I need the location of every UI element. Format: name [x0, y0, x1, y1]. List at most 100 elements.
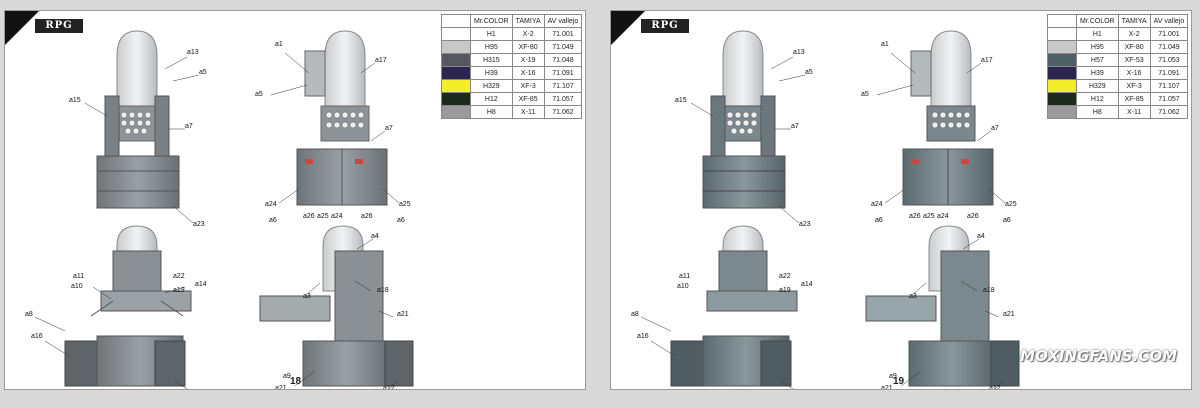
callout-a25-b: a25 — [399, 201, 411, 208]
color-table-header: Mr.COLOR TAMIYA AV vallejo — [441, 14, 583, 28]
vallejo-code: 71.062 — [1149, 105, 1189, 119]
vallejo-header: AV vallejo — [543, 14, 583, 28]
tamiya-code: X-2 — [511, 27, 545, 41]
callout-a15: a15 — [675, 97, 687, 104]
mr-color-code: H12 — [470, 92, 513, 106]
callout-a25-b: a25 — [1005, 201, 1017, 208]
color-swatch — [1047, 40, 1077, 54]
turret-illustrations-right — [640, 30, 1176, 389]
callout-a11: a11 — [73, 273, 85, 280]
turret-rear-view — [670, 225, 798, 387]
callout-a5: a5 — [199, 69, 207, 76]
callout-a23: a23 — [193, 221, 205, 228]
color-swatch — [441, 53, 471, 67]
page-number: 18 — [290, 376, 302, 387]
callout-a21: a21 — [881, 385, 893, 390]
callout-a4: a4 — [977, 233, 985, 240]
callout-a18: a18 — [983, 287, 995, 294]
tamiya-code: XF-3 — [511, 79, 545, 93]
tamiya-code: XF-80 — [511, 40, 545, 54]
color-swatch — [441, 66, 471, 80]
mr-color-code: H57 — [1076, 53, 1119, 67]
callout-a6-b: a6 — [1003, 217, 1011, 224]
vallejo-code: 71.053 — [1149, 53, 1189, 67]
callout-a13: a13 — [793, 49, 805, 56]
callout-a17: a17 — [981, 57, 993, 64]
mr-color-code: H315 — [470, 53, 513, 67]
turret-side-view — [902, 30, 994, 206]
tamiya-code: XF-85 — [1117, 92, 1151, 106]
callout-a5-side: a5 — [861, 91, 869, 98]
vallejo-header: AV vallejo — [1149, 14, 1189, 28]
turret-front-view — [96, 30, 180, 209]
callout-a8: a8 — [631, 311, 639, 318]
mr-color-code: H95 — [1076, 40, 1119, 54]
turret-rear-side-view — [865, 225, 1020, 387]
callout-a22: a22 — [779, 273, 791, 280]
callout-a22: a22 — [173, 273, 185, 280]
color-swatch — [441, 79, 471, 93]
instruction-page-left: RPG — [4, 10, 586, 390]
callout-a24: a24 — [871, 201, 883, 208]
color-swatch — [441, 27, 471, 41]
tamiya-code: XF-3 — [1117, 79, 1151, 93]
callout-a26-b: a26 — [361, 213, 373, 220]
brand-logo: RPG — [641, 19, 689, 33]
callout-a8: a8 — [25, 311, 33, 318]
callout-a9: a9 — [283, 373, 291, 380]
callout-a20-b: a21 — [1003, 311, 1015, 318]
callout-a12: a12 — [989, 385, 1001, 390]
callout-a20-b: a21 — [397, 311, 409, 318]
swatch-column-header — [1047, 14, 1077, 28]
mr-color-code: H1 — [1076, 27, 1119, 41]
paper-plane-watermark-icon — [1061, 285, 1176, 366]
color-swatch — [441, 92, 471, 106]
vallejo-code: 71.107 — [1149, 79, 1189, 93]
callout-a11: a11 — [679, 273, 691, 280]
callout-a14: a14 — [801, 281, 813, 288]
tamiya-code: X-11 — [1117, 105, 1151, 119]
callout-a16: a16 — [31, 333, 43, 340]
tamiya-code: X-16 — [511, 66, 545, 80]
mr-color-header: Mr.COLOR — [470, 14, 513, 28]
color-swatch — [1047, 79, 1077, 93]
vallejo-code: 71.062 — [543, 105, 583, 119]
callout-a18: a18 — [377, 287, 389, 294]
swatch-column-header — [441, 14, 471, 28]
mr-color-code: H329 — [470, 79, 513, 93]
vallejo-code: 71.091 — [1149, 66, 1189, 80]
callout-a24: a24 — [265, 201, 277, 208]
mr-color-code: H1 — [470, 27, 513, 41]
vallejo-code: 71.001 — [1149, 27, 1189, 41]
color-swatch — [1047, 92, 1077, 106]
vallejo-code: 71.091 — [543, 66, 583, 80]
turret-rear-view — [64, 225, 192, 387]
tamiya-code: X-19 — [511, 53, 545, 67]
callout-a19: a19 — [779, 287, 791, 294]
callout-a3: a3 — [303, 293, 311, 300]
callout-a10: a10 — [677, 283, 689, 290]
callout-a1: a1 — [881, 41, 889, 48]
tamiya-code: XF-85 — [511, 92, 545, 106]
page-number: 19 — [893, 376, 905, 387]
page-corner-mark — [5, 11, 39, 45]
callout-a7-side: a7 — [385, 125, 393, 132]
color-swatch — [1047, 66, 1077, 80]
callout-a7: a7 — [185, 123, 193, 130]
callout-a26-b: a26 — [967, 213, 979, 220]
tamiya-header: TAMIYA — [511, 14, 545, 28]
callout-a7-side: a7 — [991, 125, 999, 132]
callout-a19: a19 — [173, 287, 185, 294]
callout-a6: a6 — [875, 217, 883, 224]
